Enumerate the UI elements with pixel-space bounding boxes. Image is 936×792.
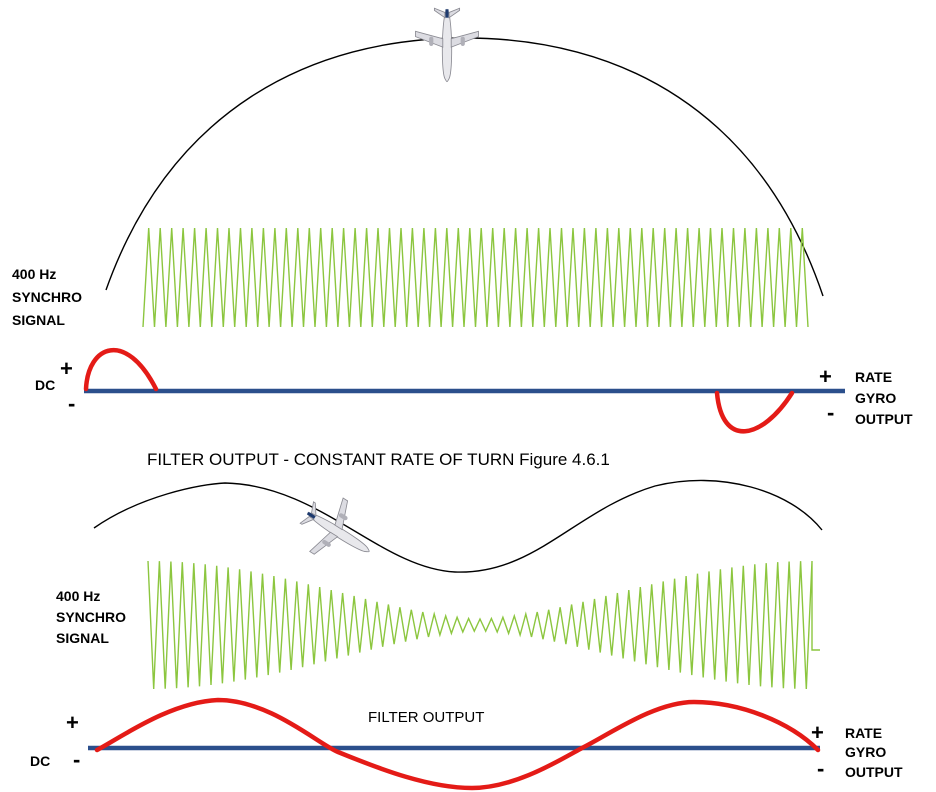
right-plus-sign: + <box>811 720 824 745</box>
synchro-signal-wave <box>147 560 820 690</box>
right-minus-sign: - <box>827 400 834 425</box>
left-minus-sign: - <box>73 747 80 772</box>
filter-output-curve <box>94 697 821 791</box>
filter-output-positive-pulse <box>83 347 159 392</box>
figure-constant-rate-turn: 400 Hz SYNCHRO SIGNAL + DC - + - RATE GY… <box>12 7 913 469</box>
signal-label: 400 Hz SYNCHRO SIGNAL <box>12 266 86 328</box>
airplane-icon <box>299 497 370 555</box>
right-minus-sign: - <box>817 756 824 781</box>
figure-caption: FILTER OUTPUT - CONSTANT RATE OF TURN Fi… <box>147 450 610 469</box>
dc-label: DC <box>35 377 55 393</box>
right-plus-sign: + <box>819 364 832 389</box>
left-plus-sign: + <box>66 710 79 735</box>
dc-label: DC <box>30 753 50 769</box>
rate-gyro-output-label: RATE GYRO OUTPUT <box>845 725 903 780</box>
rate-gyro-output-label: RATE GYRO OUTPUT <box>855 369 913 427</box>
left-plus-sign: + <box>60 356 73 381</box>
synchro-signal-wave <box>142 227 809 328</box>
left-minus-sign: - <box>68 391 75 416</box>
signal-label: 400 Hz SYNCHRO SIGNAL <box>56 588 130 646</box>
figure-varying-rate-turn: 400 Hz SYNCHRO SIGNAL FILTER OUTPUT + DC… <box>30 479 903 791</box>
filter-output-negative-pulse <box>714 390 795 434</box>
airplane-icon <box>415 7 479 83</box>
flight-path-arc <box>105 37 824 297</box>
filter-output-title: FILTER OUTPUT <box>368 709 484 726</box>
flight-path-wave <box>93 479 823 573</box>
